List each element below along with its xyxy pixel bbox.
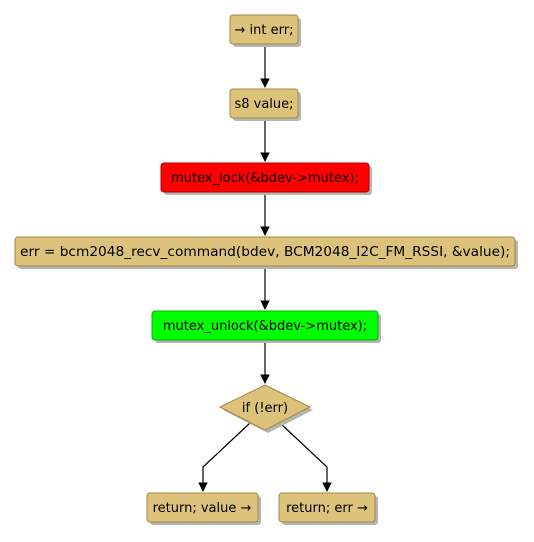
node-decision: if (!err)	[218, 384, 313, 433]
node-recv-command: err = bcm2048_recv_command(bdev, BCM2048…	[14, 236, 518, 269]
node-mutex-lock-label: mutex_lock(&bdev->mutex);	[171, 171, 359, 186]
node-mutex-lock-box	[160, 162, 370, 193]
edge-decision-to-return-err	[279, 422, 332, 492]
node-start-label: → int err;	[235, 23, 294, 38]
edges	[198, 45, 332, 492]
node-return-value: return; value →	[146, 492, 261, 525]
node-return-value-label: return; value →	[153, 501, 252, 516]
node-recv-command-box	[14, 236, 516, 267]
node-return-err-box	[278, 492, 376, 523]
node-decision-diamond	[218, 384, 312, 431]
node-decl-value: s8 value;	[229, 88, 301, 121]
node-start: → int err;	[229, 14, 301, 47]
node-decl-value-label: s8 value;	[234, 97, 293, 112]
node-start-box	[229, 14, 299, 45]
node-mutex-unlock-box	[151, 310, 379, 341]
node-decision-label: if (!err)	[242, 401, 288, 416]
node-return-value-box	[146, 492, 259, 523]
node-decl-value-box	[229, 88, 299, 119]
node-return-err-label: return; err →	[286, 501, 368, 516]
node-mutex-unlock-label: mutex_unlock(&bdev->mutex);	[163, 319, 367, 334]
node-recv-command-label: err = bcm2048_recv_command(bdev, BCM2048…	[20, 245, 510, 260]
edge-decision-to-return-value	[198, 422, 251, 492]
node-mutex-unlock: mutex_unlock(&bdev->mutex);	[151, 310, 381, 343]
node-mutex-lock: mutex_lock(&bdev->mutex);	[160, 162, 372, 195]
node-return-err: return; err →	[278, 492, 378, 525]
